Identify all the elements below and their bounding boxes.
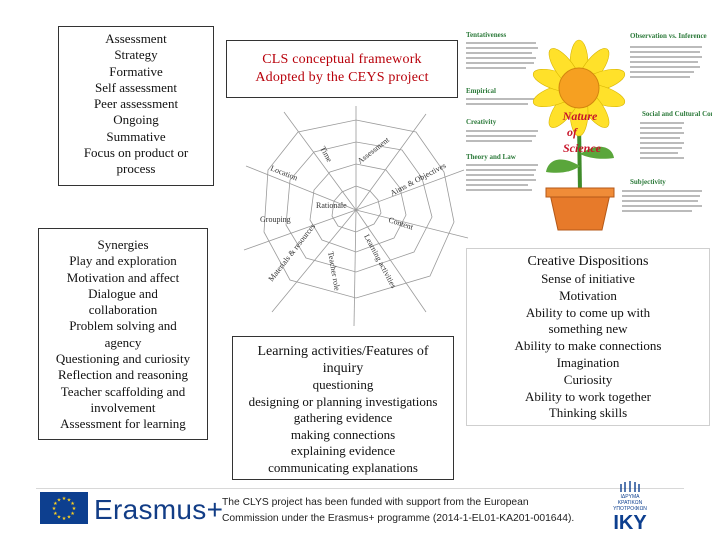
nos-center-of: of <box>567 125 578 139</box>
assessment-item: Self assessment <box>95 79 177 95</box>
learning-activities-box: Learning activities/Features of inquiry … <box>232 336 454 480</box>
creative-item: Ability to make connections <box>514 338 662 354</box>
learning-item: making connections <box>290 426 396 442</box>
funding-line: Commission under the Erasmus+ programme … <box>222 513 575 524</box>
nos-center-science: Science <box>563 141 602 155</box>
synergies-item: collaboration <box>88 302 158 318</box>
assessment-item: Focus on product or <box>83 145 189 161</box>
synergies-item: involvement <box>90 399 156 415</box>
web-label-grouping: Grouping <box>260 215 291 224</box>
synergies-item: Motivation and affect <box>66 269 180 285</box>
learning-item: explaining evidence <box>290 443 396 458</box>
nos-center-nature: Nature <box>562 109 598 123</box>
synergies-item: agency <box>104 334 142 350</box>
synergies-item: Teacher scaffolding and <box>60 383 186 399</box>
nos-heading-creativity: Creativity <box>466 118 497 126</box>
svg-text:★: ★ <box>53 501 58 507</box>
synergies-item: Questioning and curiosity <box>55 351 191 367</box>
assessment-item: Strategy <box>114 47 158 63</box>
footer-divider <box>36 488 684 489</box>
learning-item: gathering evidence <box>293 410 393 425</box>
web-label-location: Location <box>269 164 299 183</box>
nos-heading-subjectivity: Subjectivity <box>630 178 666 186</box>
creative-item: something new <box>548 321 628 337</box>
iky-subtitle: ΥΠΟΤΡΟΦΙΩΝ <box>613 506 647 512</box>
assessment-item: Summative <box>106 128 166 144</box>
svg-text:★: ★ <box>62 496 67 502</box>
iky-emblem-icon <box>620 481 640 492</box>
nos-heading-empirical: Empirical <box>466 87 496 95</box>
erasmus-plus-logo: Erasmus+ <box>94 494 224 525</box>
svg-text:★: ★ <box>67 515 72 521</box>
learning-title: Learning activities/Features of <box>257 344 429 359</box>
svg-text:★: ★ <box>62 516 67 522</box>
svg-text:★: ★ <box>57 515 62 521</box>
funding-line: The CLYS project has been funded with su… <box>222 497 529 508</box>
creative-dispositions-box: Creative Dispositions Sense of initiativ… <box>466 248 710 426</box>
web-label-learning-activities: Learning activities <box>362 233 398 290</box>
web-label-content: Content <box>387 215 415 232</box>
curriculum-spider-web: Time Assessment Location Aims & Objectiv… <box>243 106 469 327</box>
nos-heading-tentativeness: Tentativeness <box>466 31 506 39</box>
learning-title-cont: inquiry <box>322 361 364 376</box>
assessment-item: Peer assessment <box>93 96 179 112</box>
creative-item: Imagination <box>556 354 620 370</box>
assessment-title: Assessment <box>105 31 167 46</box>
assessment-box: Assessment Strategy Formative Self asses… <box>58 26 214 186</box>
nos-heading-social: Social and Cultural Context <box>642 110 712 118</box>
learning-item: communicating explanations <box>268 459 418 475</box>
web-label-teacher-role: Teacher role <box>326 251 342 292</box>
synergies-item: Play and exploration <box>69 253 177 269</box>
web-label-rationale: Rationale <box>316 201 347 210</box>
synergies-title: Synergies <box>97 237 149 252</box>
creative-item: Thinking skills <box>548 405 628 421</box>
assessment-item: Formative <box>109 63 163 79</box>
iky-wordmark: IKY <box>613 512 647 534</box>
synergies-item: Problem solving and <box>69 318 177 334</box>
learning-item: questioning <box>312 377 374 392</box>
svg-text:★: ★ <box>52 506 57 512</box>
synergies-item: Assessment for learning <box>60 416 186 432</box>
creative-item: Ability to come up with <box>525 304 651 320</box>
nos-heading-theory: Theory and Law <box>466 153 517 161</box>
synergies-item: Dialogue and <box>88 285 158 301</box>
funding-statement: The CLYS project has been funded with su… <box>222 495 594 527</box>
svg-text:★: ★ <box>57 497 62 503</box>
svg-text:★: ★ <box>72 506 77 512</box>
creative-title: Creative Dispositions <box>527 254 649 269</box>
synergies-box: Synergies Play and exploration Motivatio… <box>38 228 208 440</box>
web-label-materials: Materials & resources <box>266 222 317 283</box>
synergies-item: Reflection and reasoning <box>58 367 188 383</box>
svg-text:★: ★ <box>53 511 58 517</box>
eu-flag-icon: ★★★ ★★★ ★★★ ★★★ <box>40 492 88 524</box>
svg-text:★: ★ <box>70 501 75 507</box>
framework-title: CLS conceptual framework <box>262 52 422 67</box>
framework-title-box: CLS conceptual framework Adopted by the … <box>226 40 458 98</box>
svg-text:★: ★ <box>67 497 72 503</box>
web-label-assessment: Assessment <box>356 135 392 166</box>
iky-subtitle: ΚΡΑΤΙΚΩΝ <box>617 500 643 506</box>
assessment-item: process <box>116 161 156 177</box>
creative-item: Ability to work together <box>524 388 651 404</box>
creative-item: Sense of initiative <box>541 271 635 286</box>
nature-of-science-flower: Tentativeness Observation vs. Inference … <box>466 31 712 231</box>
svg-text:★: ★ <box>70 511 75 517</box>
creative-item: Motivation <box>559 287 617 303</box>
nos-heading-observation: Observation vs. Inference <box>630 32 707 40</box>
iky-subtitle: ΙΔΡΥΜΑ <box>620 494 640 500</box>
assessment-item: Ongoing <box>113 112 159 128</box>
framework-subtitle: Adopted by the CEYS project <box>255 70 429 85</box>
learning-item: designing or planning investigations <box>248 393 438 409</box>
creative-item: Curiosity <box>563 371 613 387</box>
iky-logo: ΙΔΡΥΜΑ ΚΡΑΤΙΚΩΝ ΥΠΟΤΡΟΦΙΩΝ IKY <box>608 480 652 534</box>
